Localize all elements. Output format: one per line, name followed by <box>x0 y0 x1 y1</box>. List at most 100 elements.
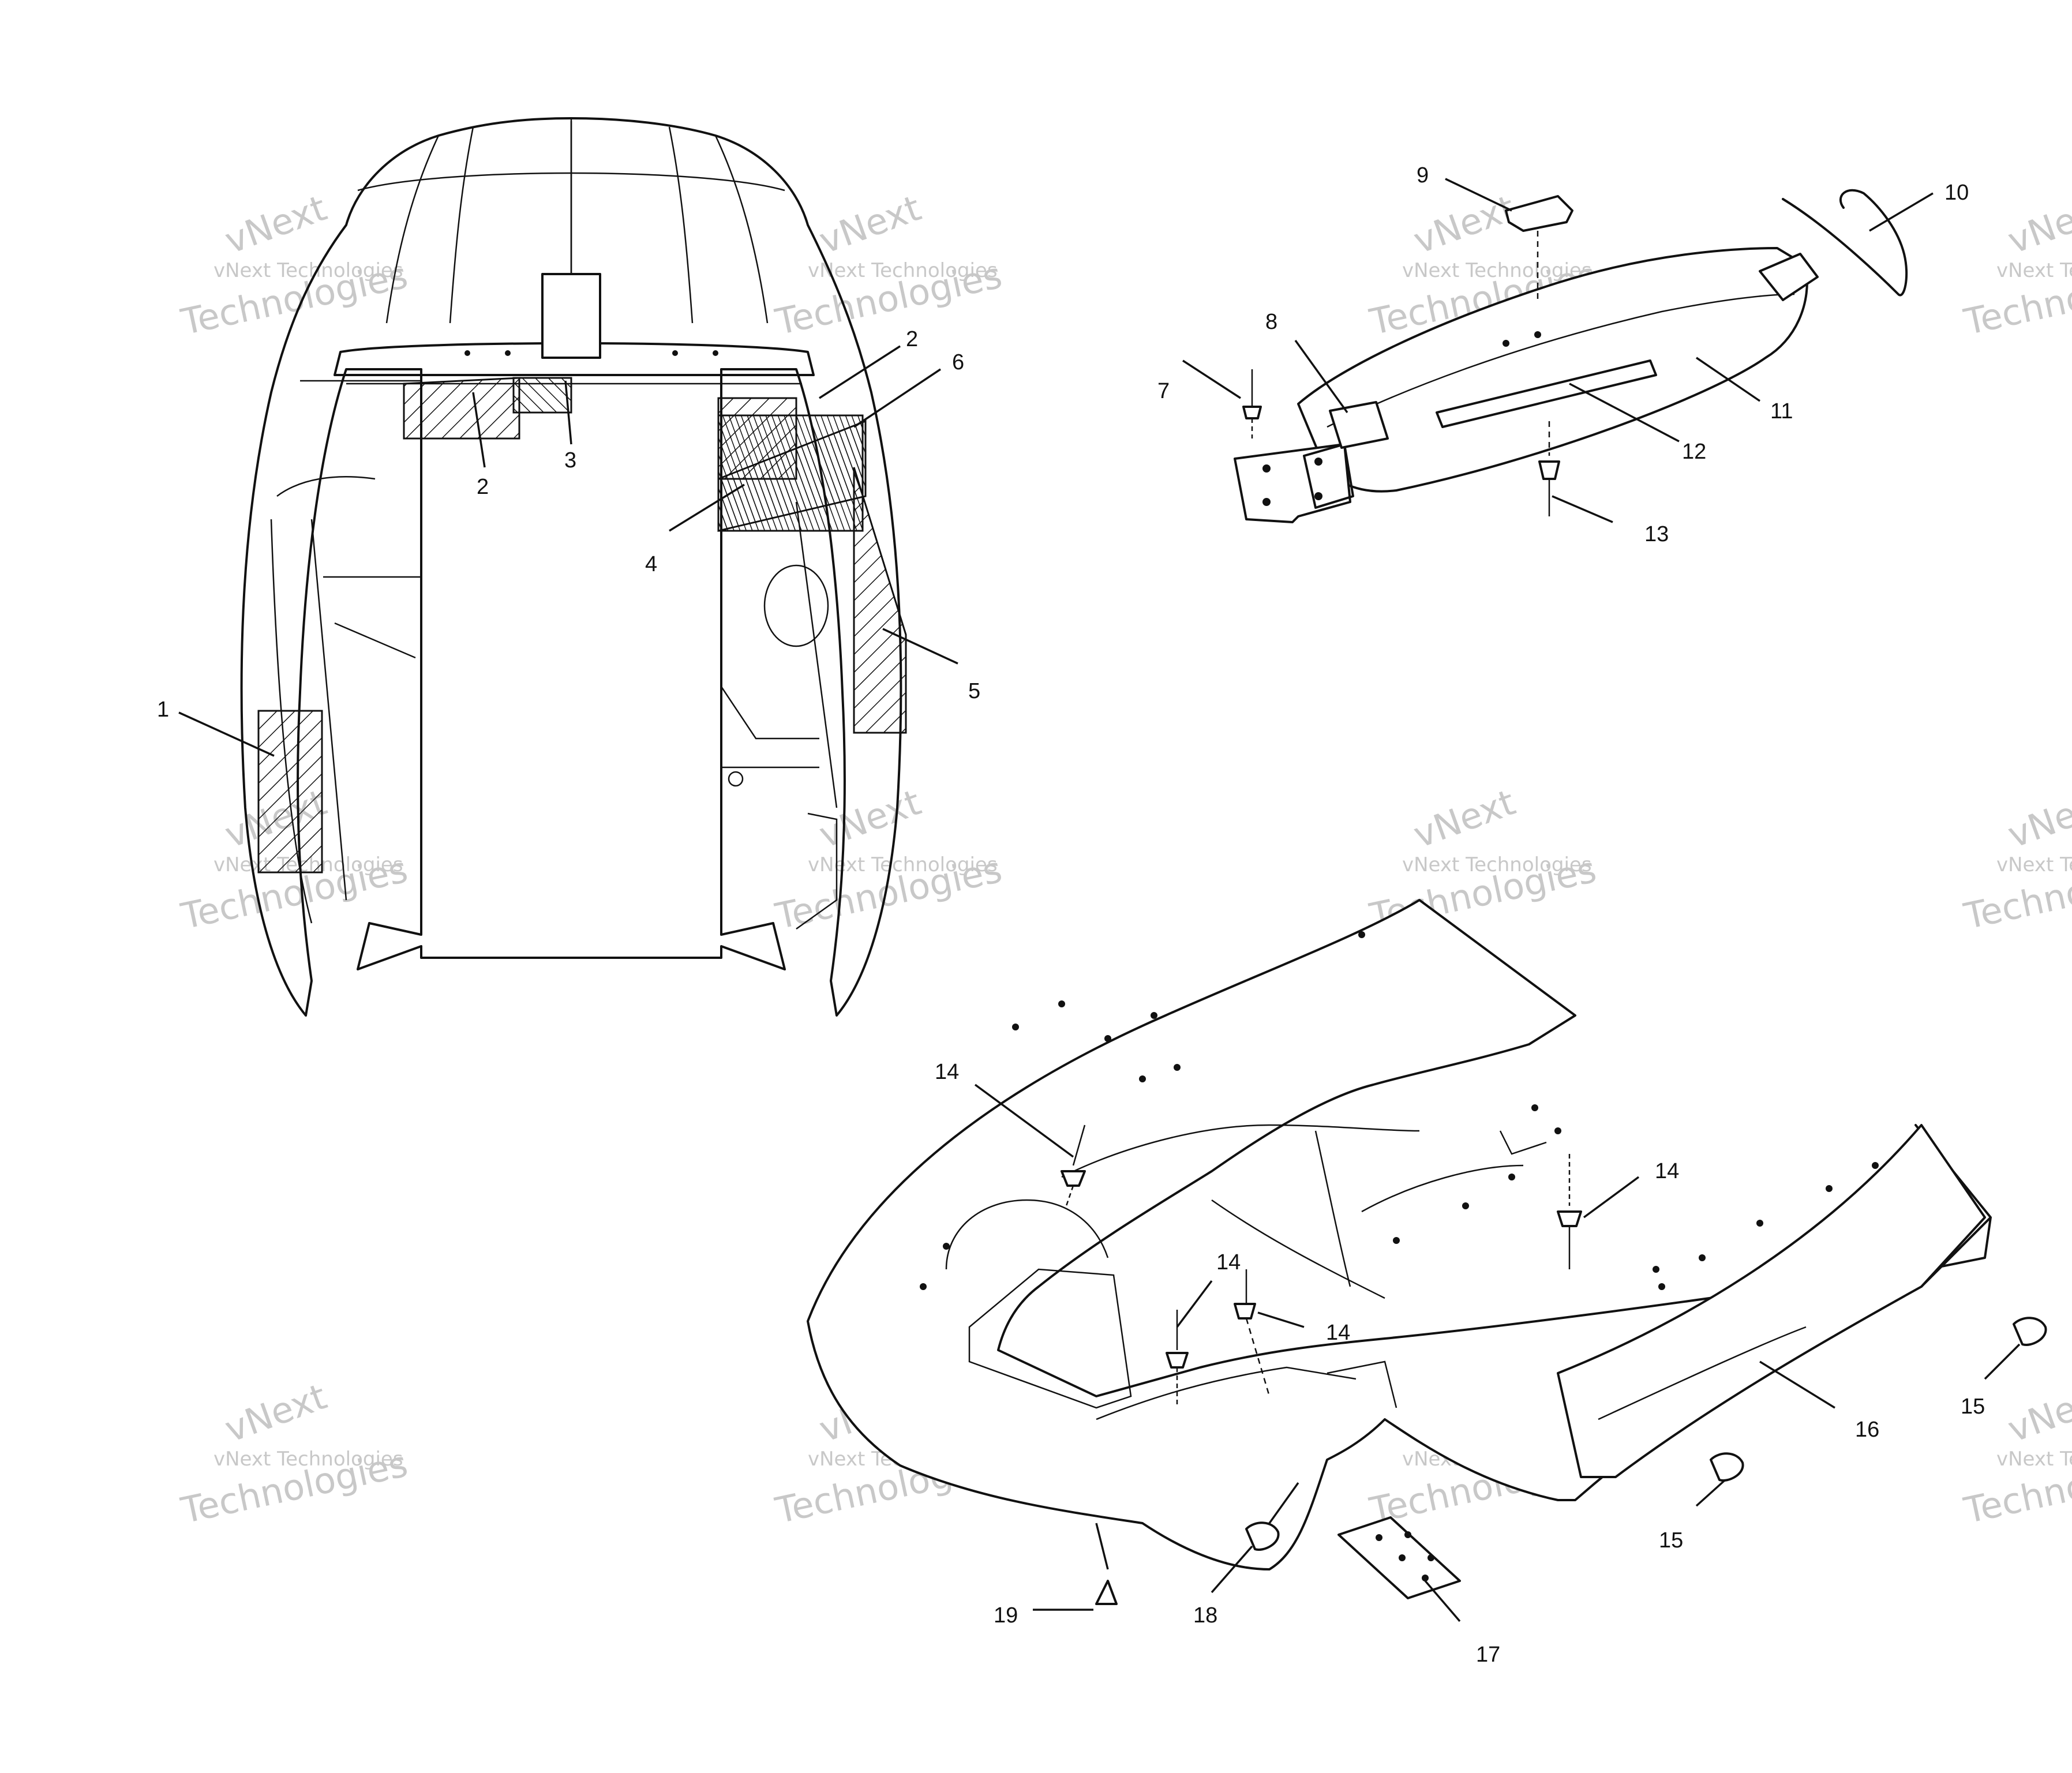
pan-hole <box>1826 1185 1833 1192</box>
callout-2: 2 <box>906 327 918 351</box>
pan-hole <box>1358 931 1365 938</box>
pan-hole <box>1756 1220 1763 1227</box>
pan-hole <box>1658 1283 1665 1290</box>
pan-hole <box>1508 1174 1515 1180</box>
hinge-hole <box>1314 458 1322 466</box>
bumper-15 <box>2013 1317 2047 1346</box>
plate-hole <box>1404 1531 1411 1538</box>
callout-9: 9 <box>1417 163 1429 188</box>
plate-hole <box>1376 1534 1382 1541</box>
decal-6 <box>717 419 867 532</box>
push-rivet-14 <box>1061 1124 1086 1206</box>
callout-6: 6 <box>952 350 964 374</box>
leader-line <box>1182 359 1241 399</box>
hinge-hole <box>1262 498 1271 506</box>
hinge-hole <box>1314 492 1322 500</box>
leader-line <box>1294 339 1348 414</box>
decal-2-left <box>403 377 520 440</box>
pan-hole <box>1058 1000 1065 1007</box>
bumper-18 <box>1245 1521 1280 1551</box>
callout-19: 19 <box>994 1603 1018 1628</box>
side-panel-edge <box>1598 1326 1807 1420</box>
leader-line <box>1984 1343 2021 1380</box>
hood-inner-right-hole <box>763 564 829 647</box>
watermark: vNext vNext Technologies Technologies <box>1960 187 2072 343</box>
callout-12: 12 <box>1682 440 1706 464</box>
hood-inner-left <box>310 519 347 901</box>
leader-line <box>1257 1311 1305 1328</box>
pan-hole <box>1139 1075 1146 1082</box>
callout-11: 11 <box>1770 399 1793 423</box>
leader-line <box>1445 178 1512 212</box>
hood-hole <box>505 350 511 356</box>
watermark-text: vNext <box>1408 781 1520 857</box>
hood-crossbar <box>334 342 815 376</box>
callout-14: 14 <box>1326 1321 1350 1345</box>
leader-line <box>1696 357 1760 402</box>
hinge-plate <box>1234 443 1351 523</box>
pan-hole <box>1653 1266 1659 1273</box>
leader-line <box>1211 1545 1253 1594</box>
watermark-text: vNext Technologies <box>1996 259 2072 282</box>
leader-line <box>472 392 486 468</box>
fastener-dashed-line <box>1065 1185 1074 1206</box>
callout-17: 17 <box>1476 1643 1500 1667</box>
hood-inner-left <box>300 380 422 578</box>
pan-contour <box>1314 1130 1351 1287</box>
fastener-head <box>1166 1352 1189 1369</box>
pan-contour <box>1061 1124 1420 1178</box>
hood-hole <box>713 350 718 356</box>
side-panel <box>1557 1124 1986 1478</box>
leader-line <box>1569 383 1680 443</box>
plate-hole <box>1427 1554 1434 1561</box>
callout-3: 3 <box>564 448 576 473</box>
rod-hole <box>1503 340 1509 347</box>
push-rivet-14 <box>1234 1269 1271 1397</box>
pan-contour <box>1211 1199 1385 1299</box>
leader-line <box>1583 1176 1640 1219</box>
plate-hole <box>1422 1575 1429 1581</box>
watermark-text: vNext Technologies <box>1996 853 2072 876</box>
hood-ridge-line <box>668 126 694 324</box>
callout-13: 13 <box>1644 522 1669 546</box>
hood-inner-right <box>795 501 838 808</box>
pan-hole <box>1104 1035 1111 1042</box>
callout-14: 14 <box>935 1060 959 1084</box>
rivet-19 <box>1095 1580 1118 1605</box>
hood-ridge-line <box>385 135 440 324</box>
callout-4: 4 <box>645 552 657 576</box>
pan-hole <box>920 1283 927 1290</box>
hinge-assembly <box>1234 189 1908 523</box>
pan-contour <box>1499 1130 1547 1155</box>
fastener-head <box>1557 1210 1582 1227</box>
leader-line <box>1095 1523 1109 1570</box>
hood-ridge-line <box>449 126 474 324</box>
rod-label <box>1329 401 1389 449</box>
hood-hole <box>728 771 744 787</box>
leader-line <box>1759 1360 1835 1409</box>
callout-10: 10 <box>1944 181 1969 205</box>
leader-line <box>1695 1479 1726 1507</box>
callout-5: 5 <box>968 679 980 703</box>
hood-inner-left <box>276 476 376 497</box>
pan-hole <box>1699 1254 1706 1261</box>
fastener-7 <box>1242 406 1262 419</box>
callout-14: 14 <box>1655 1159 1679 1183</box>
leader-line <box>853 368 941 428</box>
push-rivet-14 <box>1557 1154 1582 1269</box>
hinge-rod-body <box>1297 247 1808 493</box>
watermark-text: vNext <box>219 1375 332 1451</box>
fastener-head <box>1061 1170 1086 1187</box>
callout-2: 2 <box>477 475 489 499</box>
leader-line <box>974 1084 1074 1158</box>
callout-15: 15 <box>1961 1395 1985 1419</box>
watermark-text: vNext <box>814 187 926 263</box>
pan-hole <box>1872 1162 1879 1169</box>
watermark-text: vNext Technologies <box>1402 853 1592 876</box>
hood-inner-right <box>796 812 838 930</box>
hood-center-tab <box>541 273 601 359</box>
hood-hole <box>464 350 470 356</box>
leader-line <box>819 345 901 399</box>
decal-5 <box>853 467 907 734</box>
